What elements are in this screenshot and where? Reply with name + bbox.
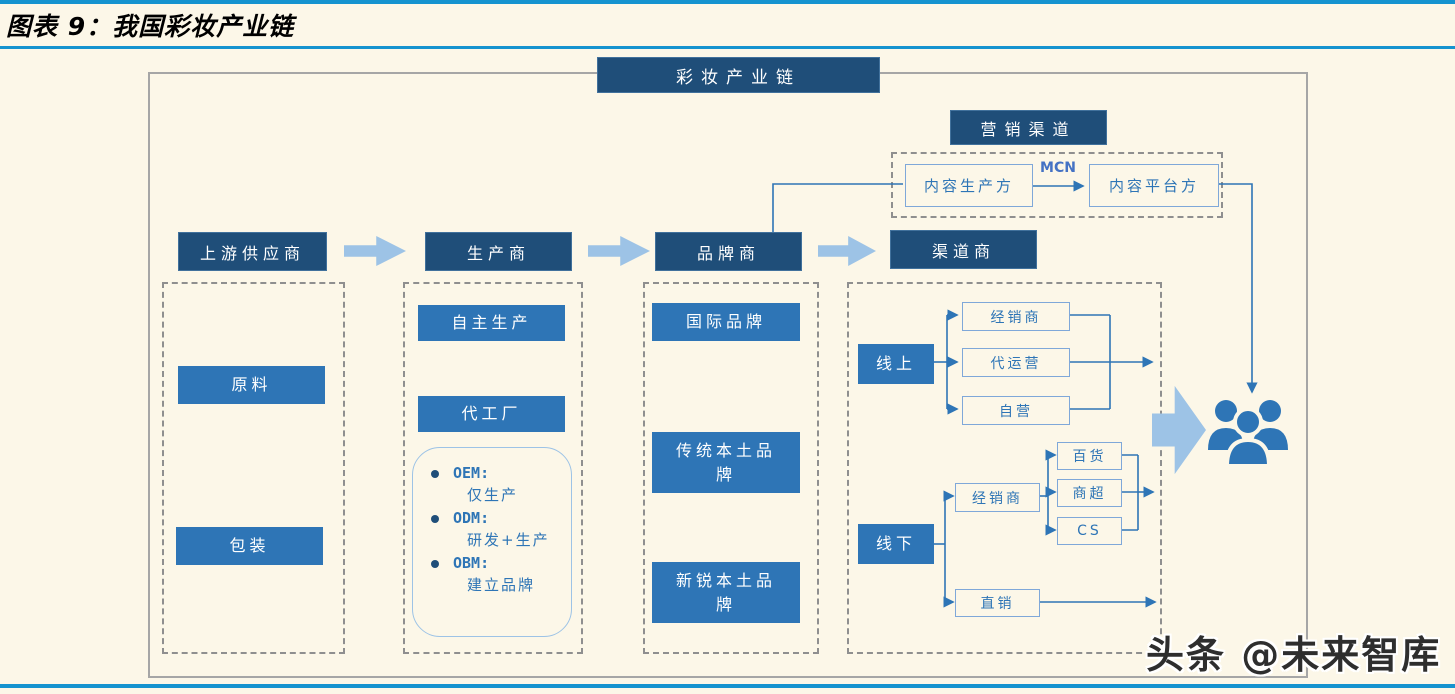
online-box: 线上 xyxy=(858,344,934,384)
title-underline xyxy=(0,46,1455,49)
offline-box: 线下 xyxy=(858,524,934,564)
packaging-box: 包装 xyxy=(176,527,323,565)
upstream-dashed-box xyxy=(162,282,345,654)
raw-material-box: 原料 xyxy=(178,366,325,404)
supermarket-box: 商超 xyxy=(1057,479,1122,507)
diagram-title: 彩妆产业链 xyxy=(597,57,880,93)
online-distributor-box: 经销商 xyxy=(962,302,1070,331)
mode-label-odm: ODM: xyxy=(453,509,490,527)
international-brand-box: 国际品牌 xyxy=(652,303,800,341)
content-producer-box: 内容生产方 xyxy=(905,164,1033,207)
bullet-icon xyxy=(431,560,439,568)
cs-channel-box: CS xyxy=(1057,517,1122,545)
watermark: 头条 @未来智库 xyxy=(1146,633,1442,677)
mode-desc-obm: 建立品牌 xyxy=(467,576,536,594)
self-production-box: 自主生产 xyxy=(418,305,565,341)
top-rule xyxy=(0,0,1455,4)
emerging-local-brand-box: 新锐本土品牌 xyxy=(652,562,800,623)
bottom-rule xyxy=(0,684,1455,688)
bullet-icon xyxy=(431,515,439,523)
brand-dashed-box xyxy=(643,282,819,654)
offline-distributor-box: 经销商 xyxy=(955,483,1040,512)
mode-label-oem: OEM: xyxy=(453,464,490,482)
department-store-box: 百货 xyxy=(1057,442,1122,470)
traditional-local-brand-box: 传统本土品牌 xyxy=(652,432,800,493)
direct-sales-box: 直销 xyxy=(955,589,1040,617)
content-platform-box: 内容平台方 xyxy=(1089,164,1219,207)
flow-channel: 渠道商 xyxy=(890,230,1037,269)
channel-dashed-box xyxy=(847,282,1162,654)
online-agency-box: 代运营 xyxy=(962,348,1070,377)
online-self-operated-box: 自营 xyxy=(962,396,1070,425)
mode-desc-oem: 仅生产 xyxy=(467,486,519,504)
mode-label-obm: OBM: xyxy=(453,554,490,572)
page-title: 图表 9：我国彩妆产业链 xyxy=(6,12,295,41)
mcn-label: MCN xyxy=(1040,160,1076,176)
consumers-icon xyxy=(1204,398,1292,476)
manufacturer-dashed-box xyxy=(403,282,583,654)
contract-factory-box: 代工厂 xyxy=(418,396,565,432)
flow-manufacturer: 生产商 xyxy=(425,232,572,271)
oem-modes-note: OEM: 仅生产 ODM: 研发+生产 OBM: 建立品牌 xyxy=(412,447,572,637)
flow-upstream-supplier: 上游供应商 xyxy=(178,232,327,271)
bullet-icon xyxy=(431,470,439,478)
marketing-title: 营销渠道 xyxy=(950,110,1107,145)
mode-desc-odm: 研发+生产 xyxy=(467,531,550,549)
flow-brand: 品牌商 xyxy=(655,232,802,271)
